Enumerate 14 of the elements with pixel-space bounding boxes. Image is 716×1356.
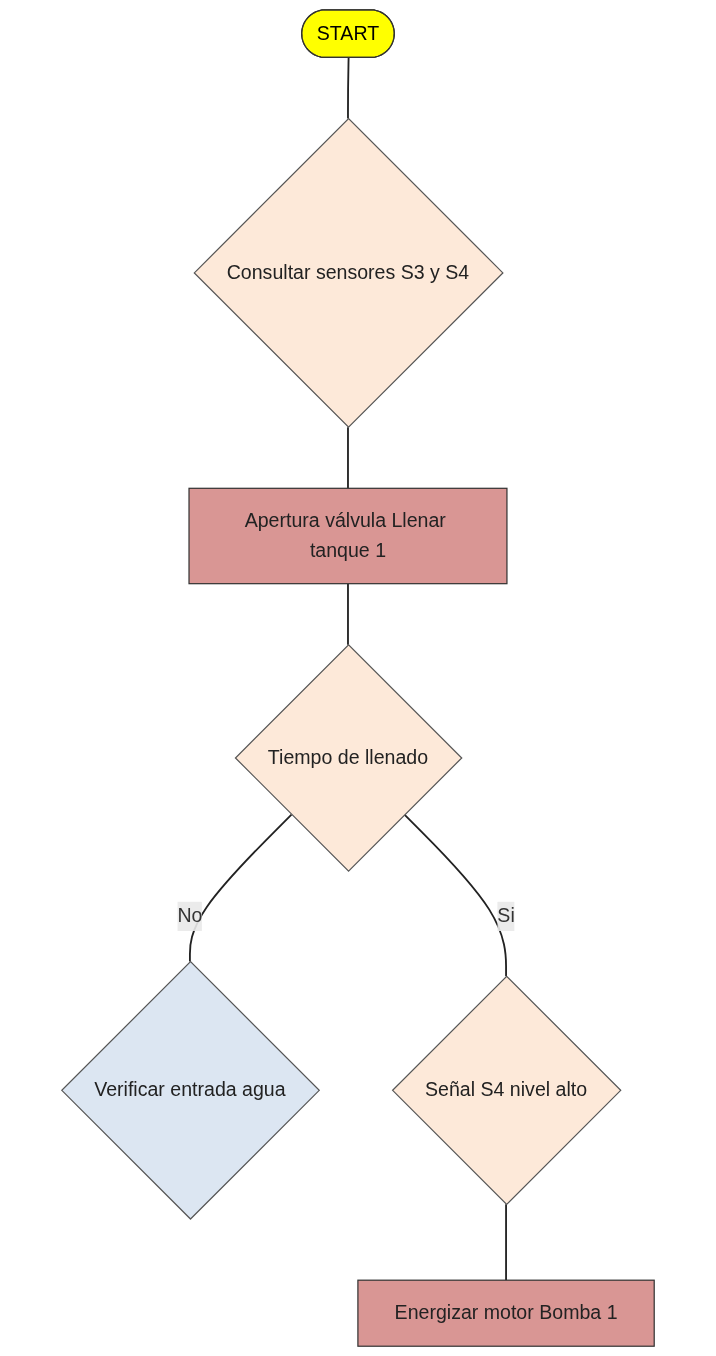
node-box: Apertura válvula Llenar tanque 1 — [188, 487, 508, 585]
connector — [403, 813, 507, 978]
connector — [347, 57, 350, 120]
node-diamond: Consultar sensores S3 y S4 — [193, 117, 504, 429]
node-diamond: Verificar entrada agua — [60, 960, 321, 1220]
node-box: Energizar motor Bomba 1 — [357, 1279, 655, 1347]
connector — [189, 813, 293, 963]
connector — [505, 1203, 507, 1282]
edge-label: No — [177, 905, 203, 927]
node-diamond: Tiempo de llenado — [234, 643, 463, 872]
edge-label: Si — [497, 905, 515, 927]
connector — [347, 426, 349, 490]
node-diamond: Señal S4 nivel alto — [391, 975, 622, 1206]
connector — [347, 582, 349, 646]
